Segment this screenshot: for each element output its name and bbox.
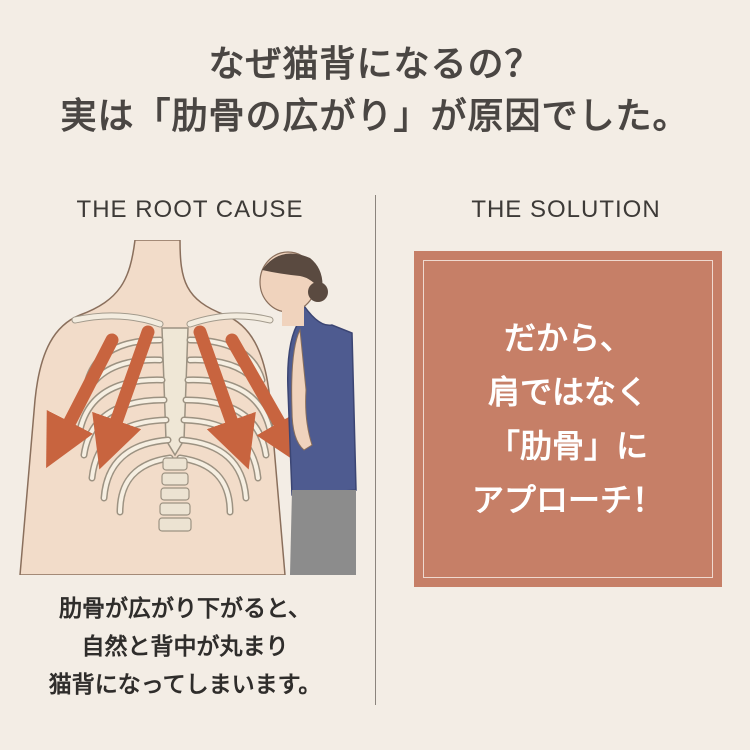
headline-line-2: 実は「肋骨の広がり」が原因でした。	[60, 95, 690, 137]
caption-line-3: 猫背になってしまいます。	[48, 672, 322, 698]
side-profile-figure	[259, 251, 357, 575]
root-cause-heading: THE ROOT CAUSE	[76, 196, 304, 223]
torso-shape	[19, 240, 286, 575]
solution-text: だから、 肩ではなく 「肋骨」に アプローチ！	[472, 311, 664, 527]
solution-box: だから、 肩ではなく 「肋骨」に アプローチ！	[414, 251, 722, 587]
solution-heading: THE SOLUTION	[471, 196, 661, 223]
caption-line-2: 自然と背中が丸まり	[81, 634, 289, 660]
solution-box-border: だから、 肩ではなく 「肋骨」に アプローチ！	[423, 260, 713, 578]
solution-line-1: だから、	[503, 319, 632, 357]
sternum	[161, 327, 189, 457]
spine	[158, 457, 192, 532]
column-divider	[375, 195, 376, 705]
solution-line-4: アプローチ！	[471, 481, 664, 519]
solution-line-3: 「肋骨」に	[487, 427, 648, 465]
headline: なぜ猫背になるの？ 実は「肋骨の広がり」が原因でした。	[0, 38, 750, 142]
root-cause-caption: 肋骨が広がり下がると、 自然と背中が丸まり 猫背になってしまいます。	[10, 590, 360, 704]
ribcage-illustration	[19, 240, 357, 575]
headline-line-1: なぜ猫背になるの？	[208, 43, 542, 85]
expansion-arrows	[46, 325, 305, 470]
caption-line-1: 肋骨が広がり下がると、	[58, 596, 312, 622]
solution-line-2: 肩ではなく	[487, 373, 648, 411]
